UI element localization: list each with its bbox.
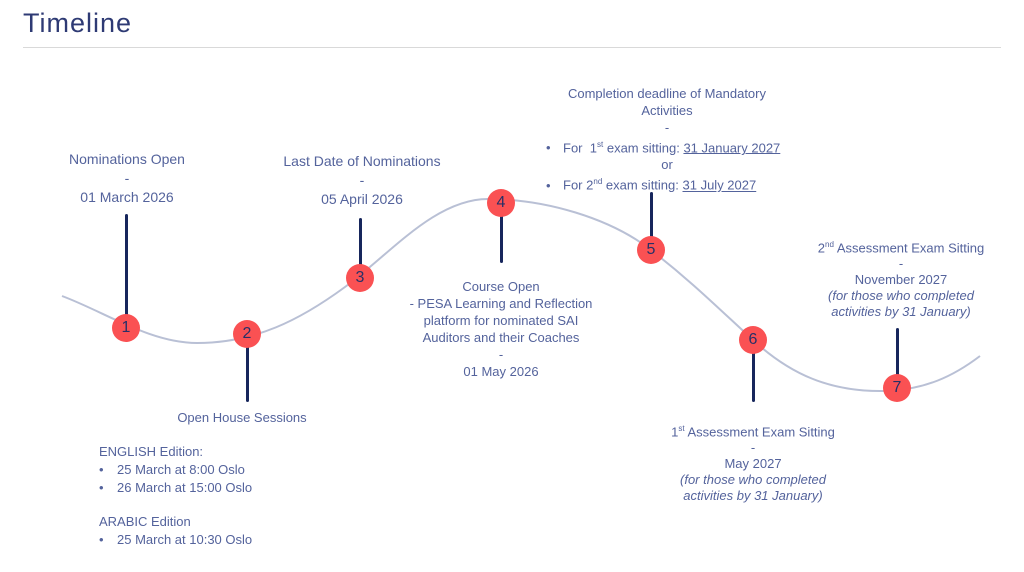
exam1-rest: Assessment Exam Sitting <box>684 424 835 440</box>
course-line2: - PESA Learning and Reflection <box>409 296 593 311</box>
milestone-2-number: 2 <box>242 325 252 342</box>
course-line3: platform for nominated SAI <box>423 313 579 328</box>
course-open-label: Course Open - PESA Learning and Reflecti… <box>391 278 611 380</box>
exam1-num: 1 <box>671 424 679 440</box>
milestone-3-stem <box>358 218 362 278</box>
completion-bullet-1-sup: st <box>596 140 604 149</box>
exam2-rest: Assessment Exam Sitting <box>833 240 985 256</box>
milestone-7-number: 7 <box>892 379 902 396</box>
english-session-1: • 25 March at 8:00 Oslo <box>99 461 329 479</box>
milestone-7-stem <box>895 328 899 388</box>
bullet-icon: • <box>99 462 104 477</box>
arabic-session-1-text: 25 March at 10:30 Oslo <box>117 532 253 547</box>
exam2-dash: - <box>898 256 904 272</box>
milestone-4-number: 4 <box>496 194 506 211</box>
bullet-icon: • <box>99 480 104 495</box>
exam2-sup: nd <box>825 240 834 249</box>
milestone-6-marker: 6 <box>739 326 767 354</box>
completion-bullet-1: • For 1st exam sitting: 31 January 2027 <box>527 136 807 156</box>
last-date-dash: - <box>359 172 365 188</box>
english-session-1-text: 25 March at 8:00 Oslo <box>117 462 245 477</box>
milestone-7-marker: 7 <box>883 374 911 402</box>
open-house-label: Open House Sessions <box>177 410 307 425</box>
completion-bullet-2: • For 2nd exam sitting: 31 July 2027 <box>527 173 807 193</box>
exam2-note-line2: activities by 31 January) <box>831 304 971 320</box>
exam1-label: 1st Assessment Exam Sitting - May 2027 (… <box>643 421 863 504</box>
milestone-1-number: 1 <box>121 319 131 336</box>
exam1-note-line2: activities by 31 January) <box>683 488 823 504</box>
milestone-2-stem <box>245 334 249 402</box>
course-line4: Auditors and their Coaches <box>422 330 580 345</box>
completion-bullet-2-mid: exam sitting: <box>602 177 683 193</box>
completion-or: or <box>661 157 673 173</box>
exam2-num: 2 <box>817 240 825 256</box>
milestone-3-number: 3 <box>355 269 365 286</box>
title-divider <box>23 47 1001 48</box>
exam1-date: May 2027 <box>724 456 782 472</box>
completion-dash: - <box>664 120 670 135</box>
milestone-6-number: 6 <box>748 331 758 348</box>
exam1-deadline-link[interactable]: 31 January 2027 <box>683 140 781 156</box>
milestone-5-stem <box>649 192 653 250</box>
milestone-5-number: 5 <box>646 241 656 258</box>
bullet-icon: • <box>546 177 551 193</box>
milestone-4-marker: 4 <box>487 189 515 217</box>
milestone-4-stem <box>499 203 503 263</box>
completion-bullet-2-sup: nd <box>593 177 603 187</box>
milestone-3-marker: 3 <box>346 264 374 292</box>
milestone-5-marker: 5 <box>637 236 665 264</box>
completion-bullet-2-pre: For 2 <box>563 177 594 193</box>
nominations-date: 01 March 2026 <box>80 189 174 205</box>
last-date-date: 05 April 2026 <box>321 191 403 207</box>
nominations-open-label: Nominations Open - 01 March 2026 <box>27 150 227 207</box>
arabic-session-1: • 25 March at 10:30 Oslo <box>99 531 329 549</box>
exam2-deadline-link[interactable]: 31 July 2027 <box>682 177 757 193</box>
milestone-1-stem <box>124 214 128 328</box>
course-date: 01 May 2026 <box>463 364 539 379</box>
page-title: Timeline <box>23 8 133 38</box>
nominations-dash: - <box>124 170 130 186</box>
milestone-6-stem <box>751 340 755 402</box>
sessions-list: ENGLISH Edition: •25 March at 8:00 Oslo … <box>99 443 329 549</box>
list-spacer <box>99 497 329 513</box>
arabic-edition-heading: ARABIC Edition <box>99 514 191 529</box>
completion-bullet-1-mid: exam sitting: <box>603 140 684 156</box>
exam2-title: 2nd Assessment Exam Sitting <box>791 237 1011 256</box>
completion-title-line1: Completion deadline of Mandatory <box>567 86 766 101</box>
bullet-icon: • <box>99 532 104 547</box>
milestone-1-marker: 1 <box>112 314 140 342</box>
english-session-2-text: 26 March at 15:00 Oslo <box>117 480 253 495</box>
exam1-sup: st <box>678 424 685 433</box>
english-edition-heading: ENGLISH Edition: <box>99 444 204 459</box>
bullet-icon: • <box>546 140 551 156</box>
course-dash: - <box>498 347 504 362</box>
exam2-note-line1: (for those who completed <box>828 288 974 304</box>
last-date-title: Last Date of Nominations <box>283 153 441 169</box>
exam1-title: 1st Assessment Exam Sitting <box>643 421 863 440</box>
english-session-2: • 26 March at 15:00 Oslo <box>99 479 329 497</box>
exam2-label: 2nd Assessment Exam Sitting - November 2… <box>791 237 1011 320</box>
nominations-title: Nominations Open <box>69 151 185 167</box>
completion-title-line2: Activities <box>641 103 693 118</box>
completion-deadline-label: Completion deadline of Mandatory Activit… <box>527 85 807 194</box>
completion-bullet-1-pre: For 1 <box>563 140 597 156</box>
course-line1: Course Open <box>462 279 540 294</box>
exam2-date: November 2027 <box>854 272 948 288</box>
milestone-2-marker: 2 <box>233 320 261 348</box>
exam1-dash: - <box>750 440 756 456</box>
last-date-label: Last Date of Nominations - 05 April 2026 <box>262 152 462 209</box>
exam1-note-line1: (for those who completed <box>680 472 826 488</box>
